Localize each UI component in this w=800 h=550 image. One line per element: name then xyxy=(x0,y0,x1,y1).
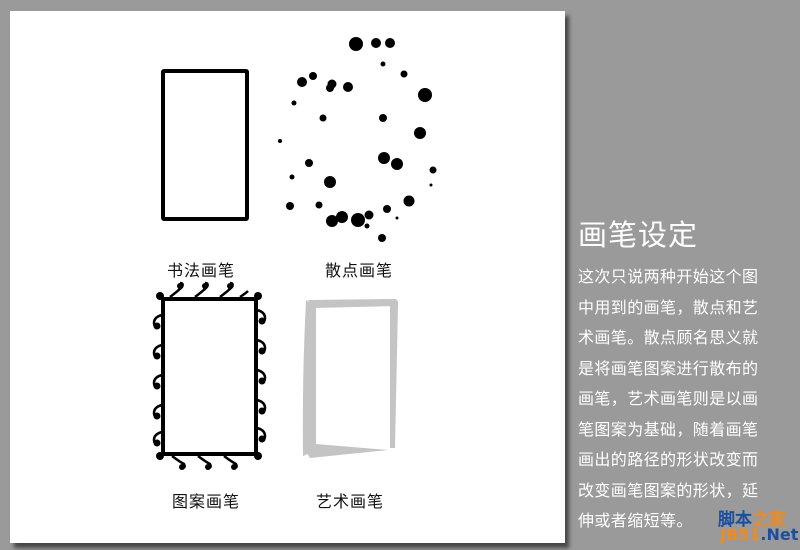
description-line: 术画笔。散点顾名思义就 xyxy=(578,328,759,347)
watermark-part-3: JB51 xyxy=(720,525,761,544)
watermark-part-1: 脚本 xyxy=(718,510,752,530)
description-line: 画出的路径的形状改变而 xyxy=(578,450,759,469)
sidebar-title: 画笔设定 xyxy=(578,218,699,252)
description-line: 画笔，艺术画笔则是以画 xyxy=(578,389,759,408)
description-line: 中用到的画笔，散点和艺 xyxy=(578,297,759,317)
caption-calligraphic-brush: 书法画笔 xyxy=(167,261,236,280)
watermark-part-2: 之家 xyxy=(752,510,786,530)
scatter-brush-dots xyxy=(278,37,437,242)
calligraphic-brush-rect xyxy=(161,69,249,221)
description-line: 是将画笔图案进行散布的 xyxy=(578,358,759,378)
description-line: 伸或者缩短等。 xyxy=(578,511,693,530)
description-line: 改变画笔图案的形状，延 xyxy=(578,480,759,500)
illustration-panel xyxy=(10,11,565,543)
description-line: 笔图案为基础，随着画笔 xyxy=(578,419,759,439)
caption-pattern-brush: 图案画笔 xyxy=(172,492,241,511)
watermark-site-domain: JB51.Net xyxy=(720,525,798,544)
caption-art-brush: 艺术画笔 xyxy=(316,492,385,511)
pattern-brush-frame xyxy=(152,281,267,470)
caption-scatter-brush: 散点画笔 xyxy=(325,261,394,280)
sidebar-description: 这次只说两种开始这个图 中用到的画笔，散点和艺 术画笔。散点顾名思义就 是将画笔… xyxy=(578,262,798,537)
art-brush-frame xyxy=(302,299,399,458)
watermark-site-name: 脚本之家 xyxy=(718,505,786,530)
description-line: 这次只说两种开始这个图 xyxy=(578,267,759,286)
watermark-part-4: .Net xyxy=(760,525,799,544)
